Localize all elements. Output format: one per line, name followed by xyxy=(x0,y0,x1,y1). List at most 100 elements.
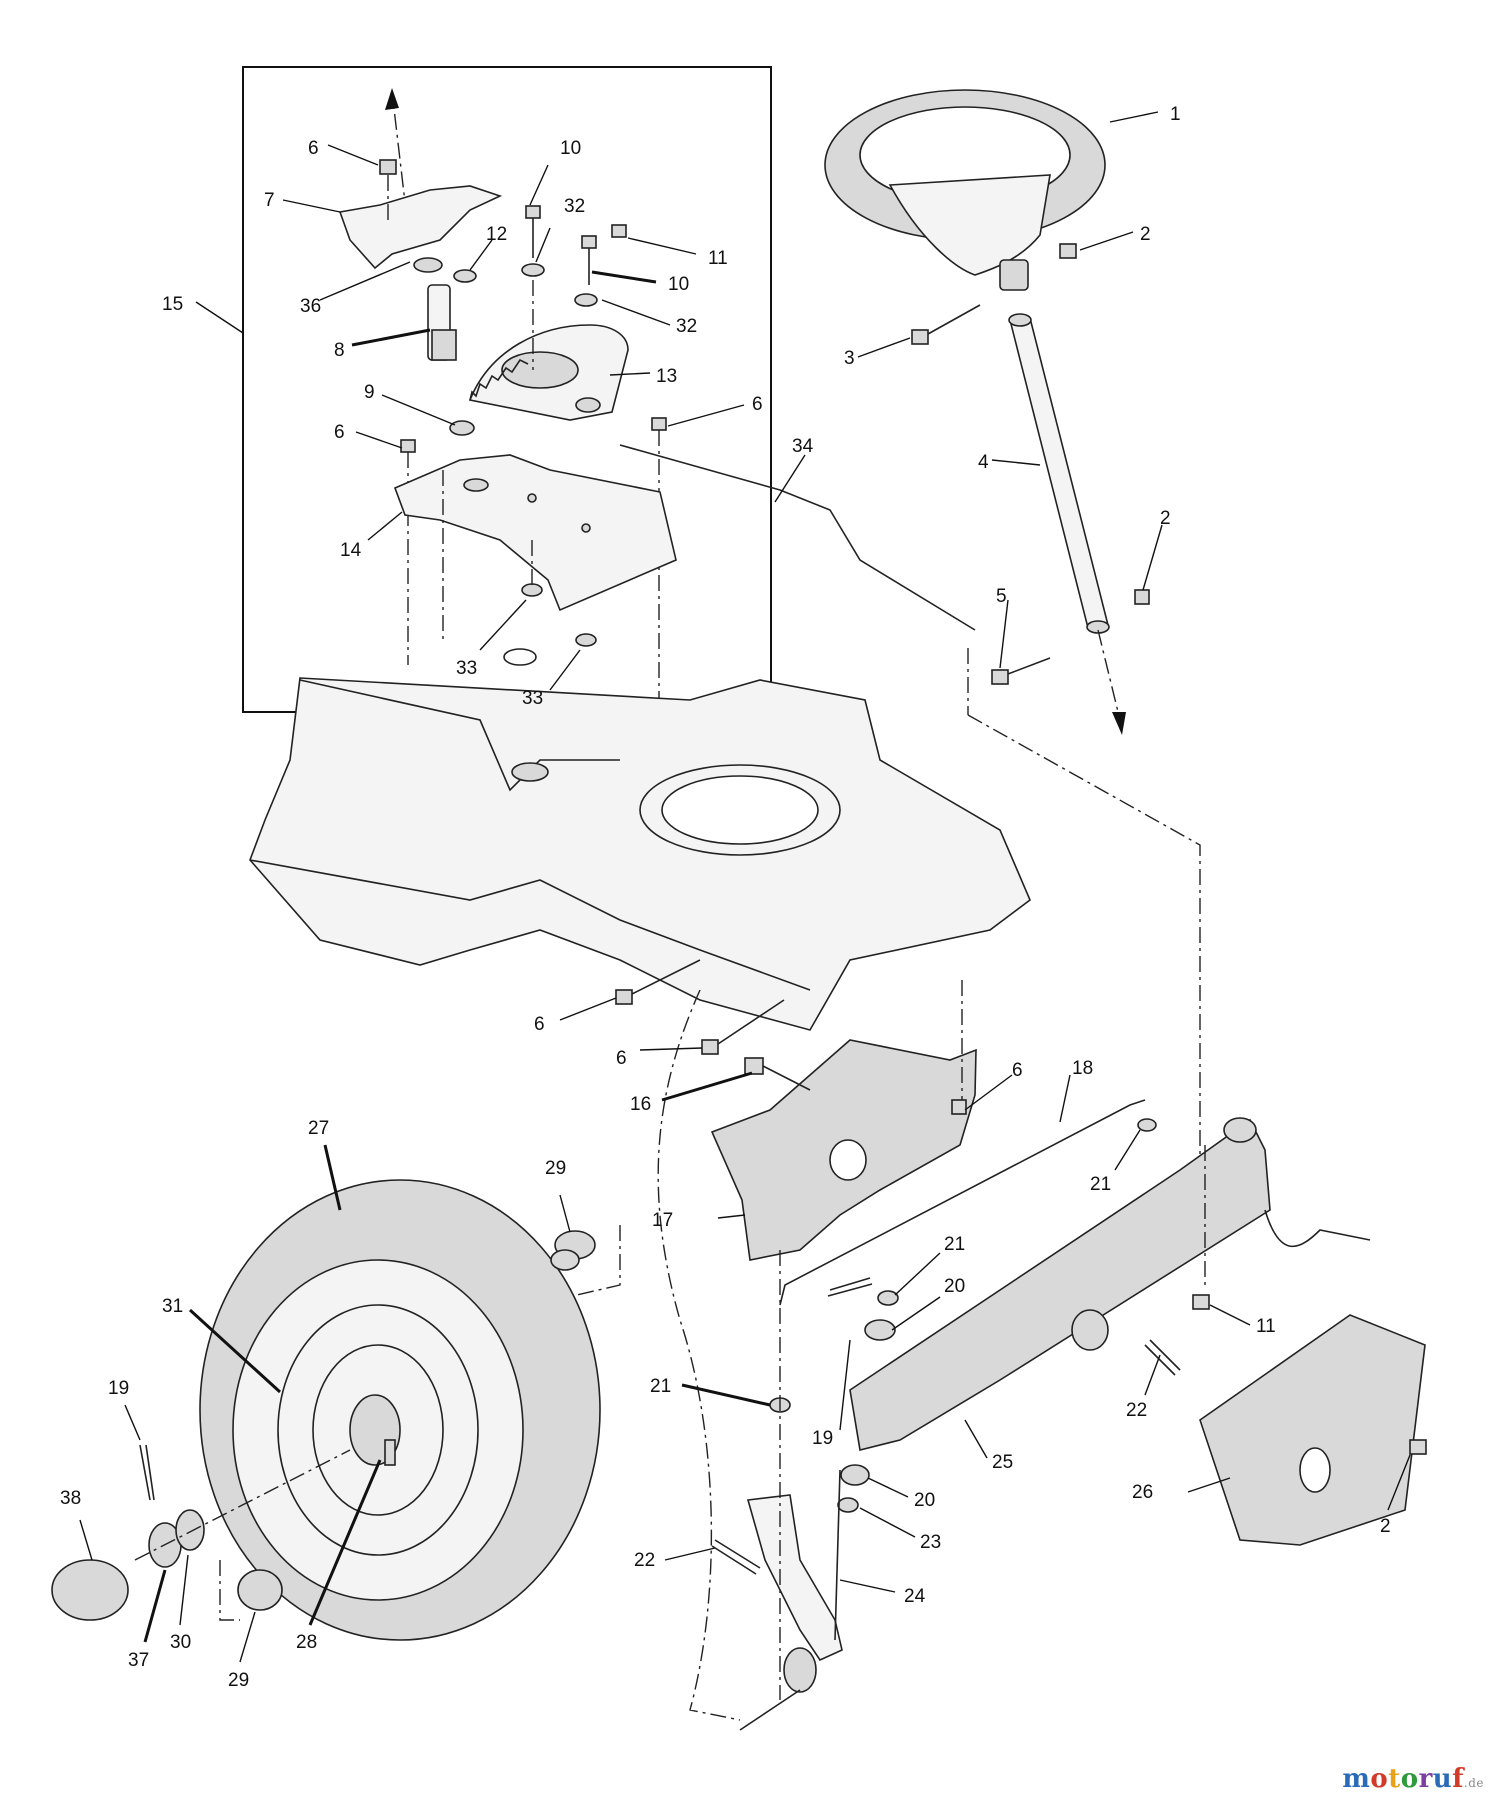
label-32: 32 xyxy=(564,196,585,217)
nut-11-top xyxy=(611,224,627,238)
label-7: 7 xyxy=(264,190,275,211)
label-10: 10 xyxy=(668,274,689,295)
label-15: 15 xyxy=(162,294,183,315)
washer-12 xyxy=(453,269,477,283)
label-25: 25 xyxy=(992,1452,1013,1473)
bolt-10-a xyxy=(521,205,545,370)
label-22: 22 xyxy=(1126,1400,1147,1421)
label-38: 38 xyxy=(60,1488,81,1509)
front-wheel-27 xyxy=(199,1179,601,1641)
washer-20-low xyxy=(840,1464,870,1486)
washer-30 xyxy=(175,1509,205,1551)
cotter-pin-22-right xyxy=(1144,1339,1181,1376)
label-33: 33 xyxy=(522,688,543,709)
label-23: 23 xyxy=(920,1532,941,1553)
nut-2-top xyxy=(1059,243,1077,259)
cotter-pin-22-left xyxy=(711,1539,761,1575)
watermark-letter: m xyxy=(1342,1764,1371,1794)
cotter-pin-19-mid xyxy=(827,1277,873,1297)
label-6: 6 xyxy=(334,422,345,443)
label-6: 6 xyxy=(534,1014,545,1035)
label-1: 1 xyxy=(1170,104,1181,125)
label-8: 8 xyxy=(334,340,345,361)
washer-23 xyxy=(837,1497,859,1513)
label-29: 29 xyxy=(545,1158,566,1179)
spindle-24 xyxy=(746,1494,843,1662)
label-11: 11 xyxy=(1256,1316,1276,1337)
steering-wheel xyxy=(824,89,1106,291)
drag-link-34 xyxy=(619,444,976,631)
washer-9 xyxy=(449,420,475,436)
lower-bracket-14 xyxy=(393,454,677,612)
bolt-6-left xyxy=(400,439,416,665)
label-4: 4 xyxy=(978,452,989,473)
label-21: 21 xyxy=(650,1376,671,1397)
bolt-3 xyxy=(911,304,981,345)
label-21: 21 xyxy=(1090,1174,1111,1195)
label-16: 16 xyxy=(630,1094,651,1115)
label-21: 21 xyxy=(944,1234,965,1255)
part-labels: 1 2 3 4 2 5 6 7 10 32 11 12 10 36 32 15 … xyxy=(60,104,1391,1691)
label-2: 2 xyxy=(1160,508,1171,529)
watermark-letter: r xyxy=(1418,1764,1433,1794)
label-29: 29 xyxy=(228,1670,249,1691)
bolt-5 xyxy=(991,657,1051,685)
front-axle-25 xyxy=(849,1118,1271,1451)
bushing-36 xyxy=(413,257,443,273)
nut-11-axle xyxy=(1192,1294,1210,1310)
label-20: 20 xyxy=(944,1276,965,1297)
label-30: 30 xyxy=(170,1632,191,1653)
label-6: 6 xyxy=(308,138,319,159)
tie-rod-18 xyxy=(779,1099,1146,1306)
nut-33-b xyxy=(575,633,597,647)
watermark-letter: t xyxy=(1388,1764,1401,1794)
watermark-letter: f xyxy=(1452,1764,1464,1794)
label-6: 6 xyxy=(616,1048,627,1069)
label-22: 22 xyxy=(634,1550,655,1571)
label-17: 17 xyxy=(652,1210,673,1231)
bolt-6-frame-a xyxy=(615,959,701,1005)
bushing-29-bottom xyxy=(237,1569,283,1611)
label-33: 33 xyxy=(456,658,477,679)
label-32: 32 xyxy=(676,316,697,337)
steering-shaft-4 xyxy=(1008,313,1126,735)
label-26: 26 xyxy=(1132,1482,1153,1503)
bolt-6-right xyxy=(651,417,667,720)
label-36: 36 xyxy=(300,296,321,317)
pinion-shaft-8 xyxy=(427,284,457,361)
label-20: 20 xyxy=(914,1490,935,1511)
label-2: 2 xyxy=(1380,1516,1391,1537)
label-6: 6 xyxy=(752,394,763,415)
label-28: 28 xyxy=(296,1632,317,1653)
label-2: 2 xyxy=(1140,224,1151,245)
bolt-6-bracket xyxy=(951,1099,967,1115)
hub-cap-38 xyxy=(51,1559,129,1621)
bushing-29-top xyxy=(550,1230,596,1271)
washer-20-mid xyxy=(864,1319,896,1341)
watermark-letter: u xyxy=(1432,1764,1453,1794)
label-14: 14 xyxy=(340,540,362,561)
watermark-letter: o xyxy=(1370,1764,1389,1794)
label-19: 19 xyxy=(108,1378,129,1399)
ring-33 xyxy=(503,648,537,666)
leader-lines xyxy=(79,111,1411,1663)
label-18: 18 xyxy=(1072,1058,1093,1079)
spindle-bracket-26 xyxy=(1199,1314,1426,1546)
label-24: 24 xyxy=(904,1586,926,1607)
main-frame xyxy=(249,677,1031,1031)
label-19: 19 xyxy=(812,1428,833,1449)
label-9: 9 xyxy=(364,382,375,403)
label-34: 34 xyxy=(792,436,814,457)
bolt-6-top xyxy=(379,159,397,220)
nut-2-mid xyxy=(1134,589,1150,605)
watermark-suffix: .de xyxy=(1463,1776,1484,1790)
label-3: 3 xyxy=(844,348,855,369)
label-13: 13 xyxy=(656,366,677,387)
label-6: 6 xyxy=(1012,1060,1023,1081)
upper-bracket xyxy=(338,185,503,270)
label-11: 11 xyxy=(708,248,728,269)
bolt-10-b xyxy=(574,235,598,307)
cotter-pin-19-left xyxy=(139,1444,155,1501)
bolt-6-frame-b xyxy=(701,999,785,1055)
